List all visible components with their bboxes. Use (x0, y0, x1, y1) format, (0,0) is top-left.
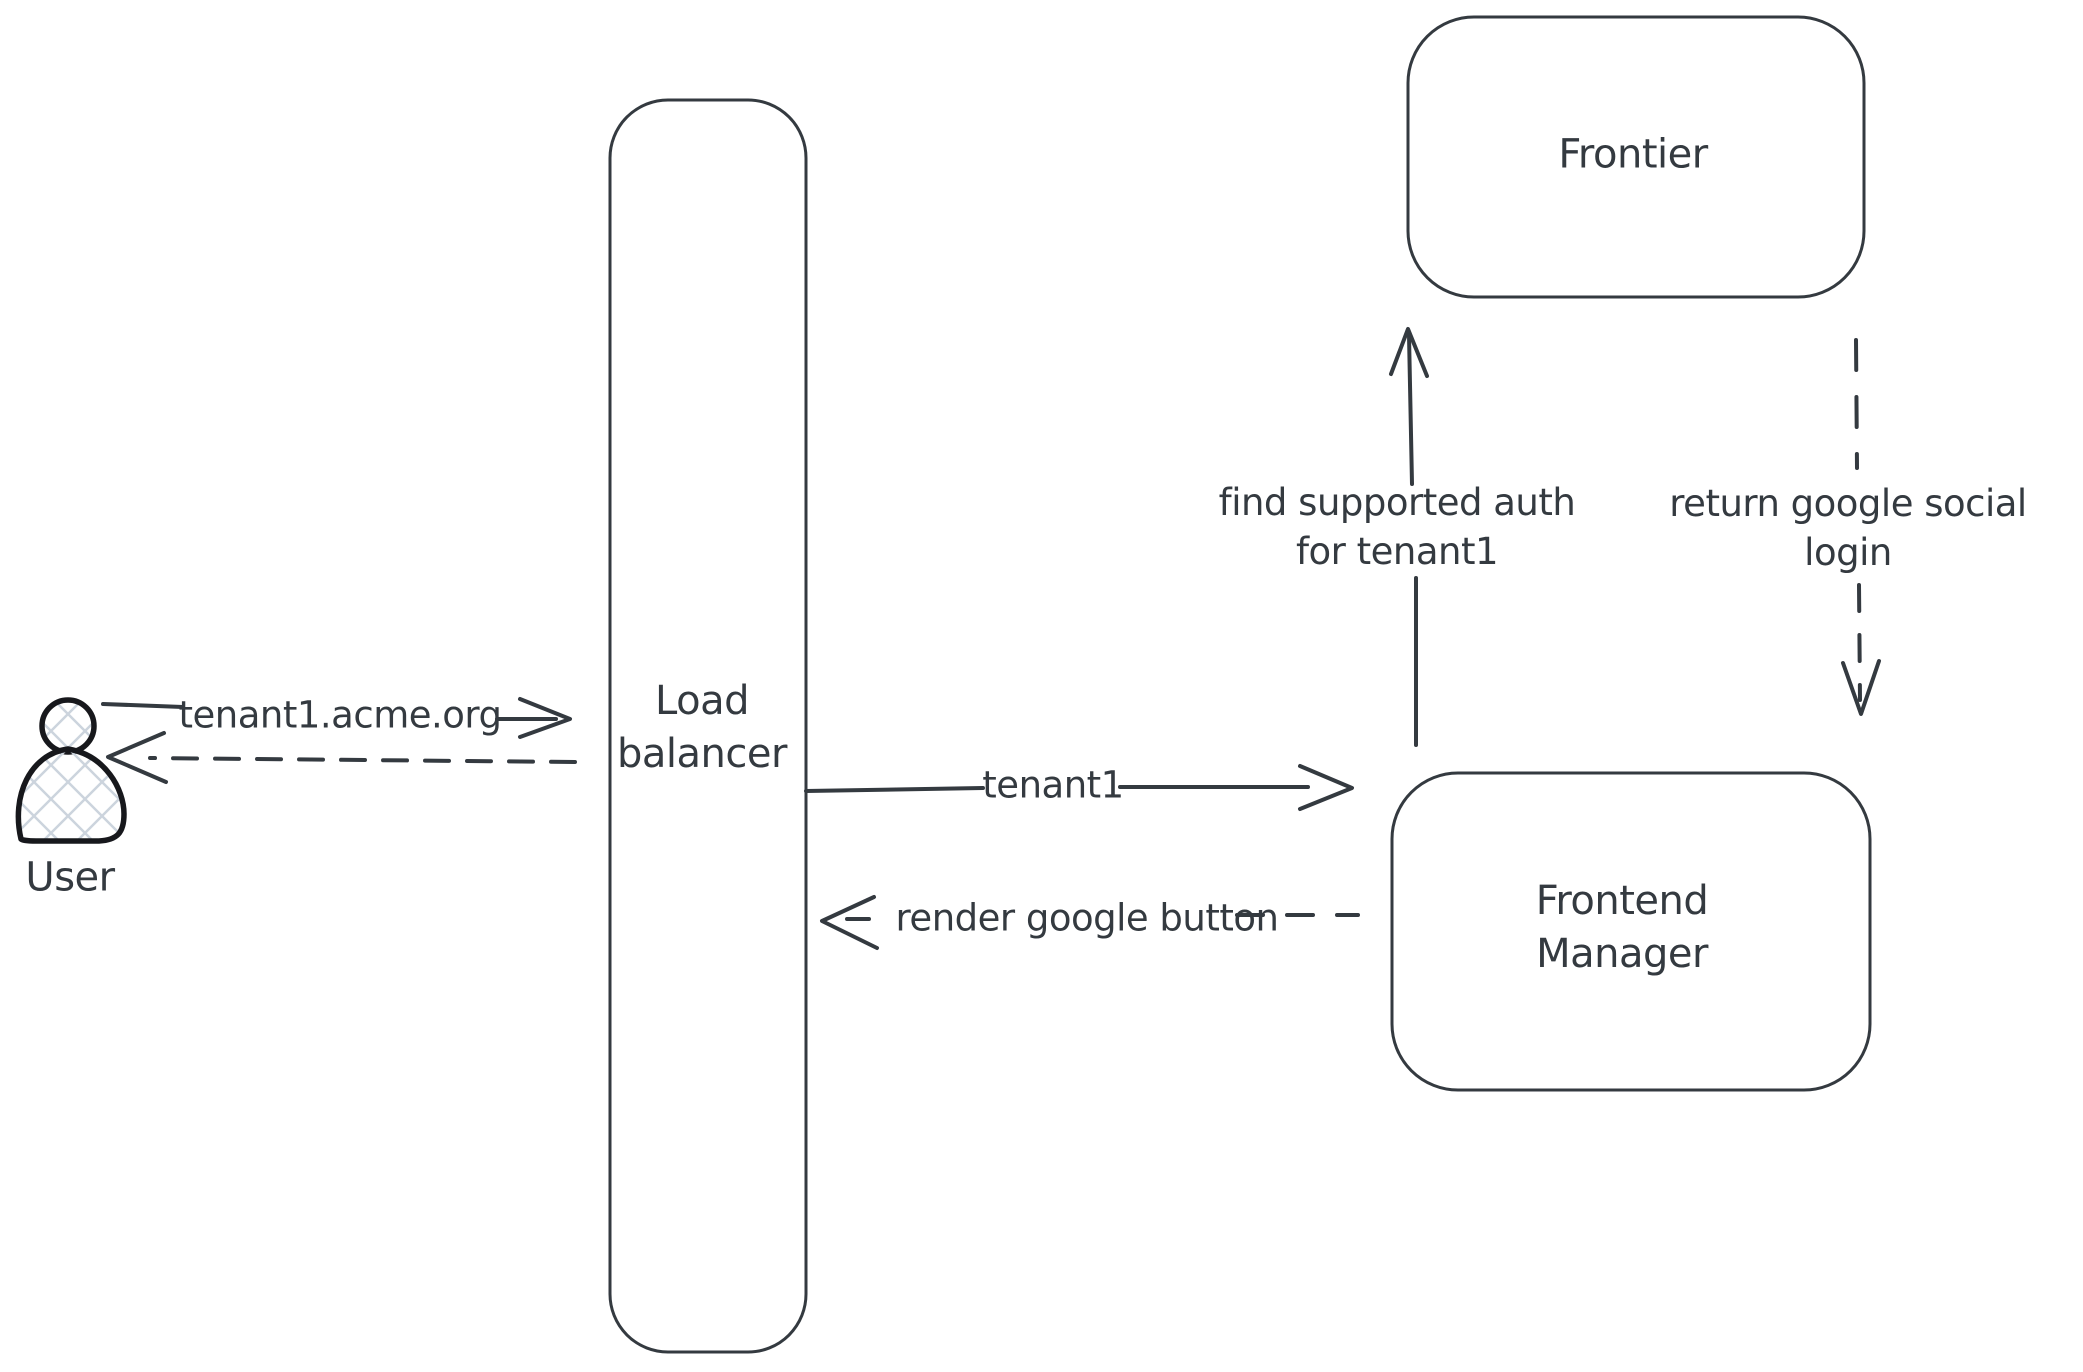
arrow-line (1854, 338, 1859, 470)
arrow-line (1407, 333, 1414, 486)
label-line: Frontend (1535, 878, 1709, 925)
label-line: find supported auth (1218, 481, 1576, 525)
arrows (101, 327, 1881, 950)
frontend-manager-label: Frontend Manager (1536, 875, 1709, 981)
arrowhead-down-icon (1841, 659, 1881, 716)
arrow-request-domain (101, 697, 572, 739)
frontend-manager-box (1390, 771, 1872, 1092)
frontier-box (1406, 15, 1866, 299)
node-boxes (608, 15, 1872, 1354)
arrow-find-auth (1389, 327, 1429, 747)
arrow-return-login (1841, 338, 1881, 716)
arrow-line (101, 702, 185, 709)
arrow-line (148, 756, 577, 764)
user-icon-head (39, 697, 97, 755)
arrowhead-right-icon (1298, 764, 1354, 811)
arrowhead-left-icon (106, 731, 168, 784)
edge-label-find-auth: find supported auth for tenant1 (1219, 479, 1576, 577)
user-icon (15, 697, 127, 844)
label-line: Load (655, 678, 749, 725)
arrow-forward-tenant (804, 764, 1354, 811)
arrow-render-button (820, 895, 1360, 950)
load-balancer-label: Load balancer (617, 675, 787, 781)
arrow-response-to-user (106, 731, 577, 784)
edge-label-forward-tenant: tenant1 (982, 763, 1124, 807)
frontier-label: Frontier (1558, 131, 1708, 178)
edge-label-render-button: render google button (895, 896, 1279, 940)
label-line: balancer (617, 731, 787, 777)
arrowhead-left-icon (820, 895, 879, 950)
label-line: Manager (1536, 931, 1708, 977)
arrow-line (1857, 583, 1862, 702)
arrowhead-up-icon (1389, 327, 1429, 378)
user-label: User (25, 854, 115, 901)
label-line: login (1804, 531, 1892, 574)
arrowhead-right-icon (518, 697, 572, 739)
label-line: for tenant1 (1295, 530, 1499, 573)
edge-label-return-login: return google social login (1669, 480, 2027, 578)
user-icon-body (15, 746, 127, 844)
load-balancer-box (608, 98, 808, 1354)
label-line: return google social (1669, 482, 2027, 526)
arrow-line (804, 786, 985, 793)
edge-label-request-domain: tenant1.acme.org (178, 693, 502, 737)
